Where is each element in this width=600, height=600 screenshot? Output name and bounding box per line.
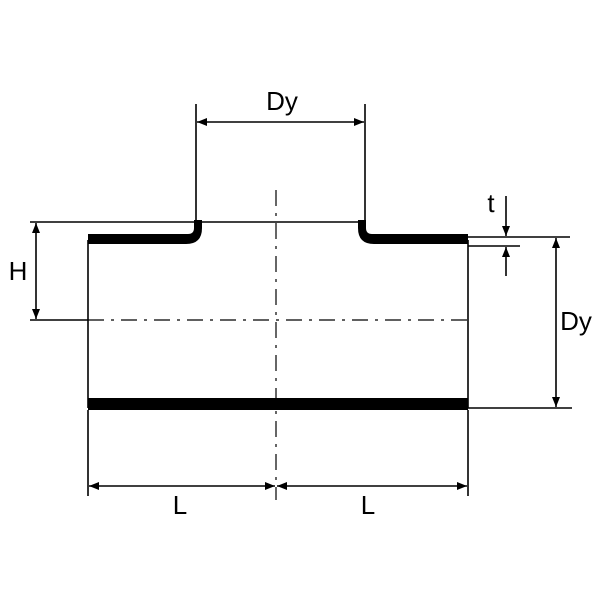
t-dimension: t [468, 188, 570, 276]
dy-right-label: Dy [560, 306, 592, 336]
h-label: H [9, 256, 28, 286]
t-label: t [487, 188, 495, 218]
h-dimension: H [9, 221, 196, 321]
l-dimensions: L L [87, 410, 469, 520]
top-wall-right [358, 220, 468, 244]
l-right-label: L [361, 490, 375, 520]
dy-right-dimension: Dy [468, 238, 592, 409]
top-wall-left [88, 220, 202, 244]
bottom-wall [88, 398, 468, 410]
tee-body [87, 104, 469, 410]
l-left-label: L [173, 490, 187, 520]
dy-top-label: Dy [266, 86, 298, 116]
dy-top-dimension: Dy [197, 86, 364, 126]
